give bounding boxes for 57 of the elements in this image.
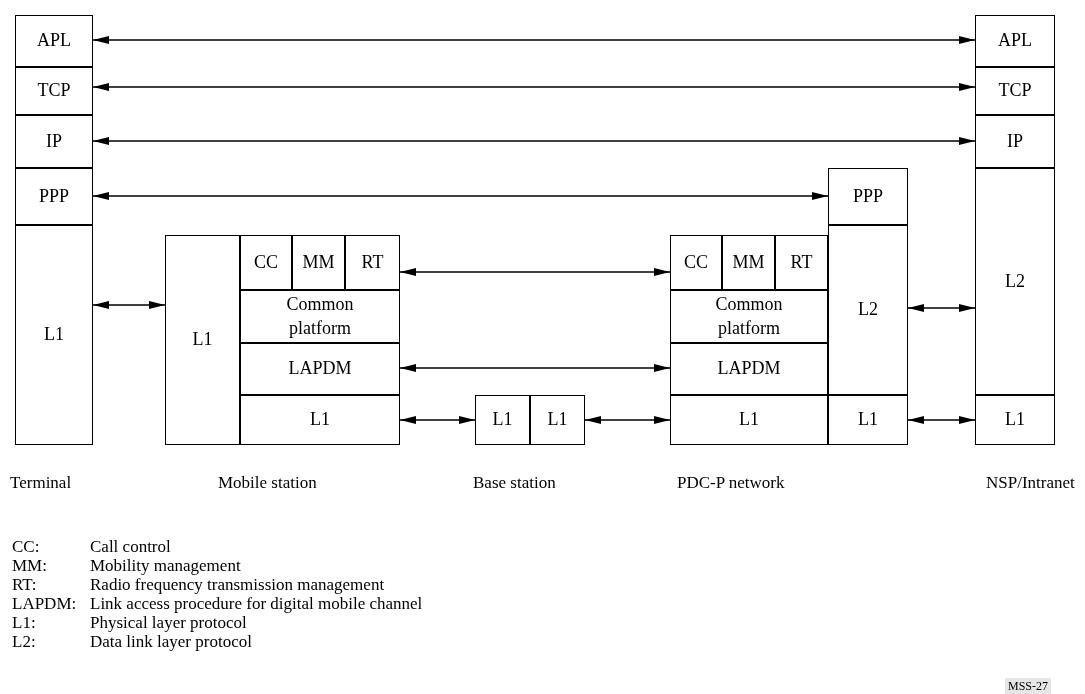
double-arrow [399, 416, 476, 424]
protocol-layer-box: MM [292, 235, 345, 290]
protocol-layer-box: PPP [15, 168, 93, 225]
protocol-layer-box: TCP [975, 67, 1055, 115]
column-caption: Mobile station [218, 473, 317, 493]
protocol-layer-box: IP [975, 115, 1055, 168]
protocol-layer-box: LAPDM [240, 343, 400, 395]
protocol-layer-box: Common platform [240, 290, 400, 343]
protocol-layer-box: CC [240, 235, 292, 290]
abbreviation-definition: Radio frequency transmission management [90, 575, 385, 595]
abbreviation: CC: [12, 537, 40, 557]
protocol-layer-box: L1 [670, 395, 828, 445]
column-caption: Terminal [10, 473, 72, 493]
protocol-layer-box: L1 [165, 235, 240, 445]
abbreviation-definition: Physical layer protocol [90, 613, 247, 633]
abbreviation-definition: Link access procedure for digital mobile channel [90, 594, 423, 614]
protocol-layer-box: RT [345, 235, 400, 290]
abbreviation-definition: Call control [90, 537, 171, 557]
protocol-layer-box: PPP [828, 168, 908, 225]
protocol-layer-box: TCP [15, 67, 93, 115]
double-arrow [907, 416, 976, 424]
protocol-layer-box: LAPDM [670, 343, 828, 395]
protocol-layer-box: L1 [240, 395, 400, 445]
column-caption: Base station [473, 473, 556, 493]
double-arrow [399, 268, 671, 276]
protocol-layer-box: L2 [828, 225, 908, 395]
protocol-layer-box: L1 [530, 395, 585, 445]
protocol-layer-box: RT [775, 235, 828, 290]
double-arrow [584, 416, 671, 424]
protocol-layer-box: L1 [828, 395, 908, 445]
column-caption: PDC-P network [677, 473, 785, 493]
double-arrow [92, 83, 976, 91]
double-arrow [92, 137, 976, 145]
abbreviation: L1: [12, 613, 36, 633]
protocol-layer-box: IP [15, 115, 93, 168]
double-arrow [92, 301, 166, 309]
protocol-layer-box: L1 [975, 395, 1055, 445]
double-arrow [92, 192, 829, 200]
abbreviation: MM: [12, 556, 47, 576]
protocol-layer-box: APL [975, 15, 1055, 67]
protocol-layer-box: CC [670, 235, 722, 290]
protocol-layer-box: L1 [475, 395, 530, 445]
double-arrow [92, 36, 976, 44]
figure-id: MSS-27 [1005, 678, 1051, 694]
protocol-layer-box: L2 [975, 168, 1055, 395]
protocol-layer-box: MM [722, 235, 775, 290]
protocol-layer-box: L1 [15, 225, 93, 445]
protocol-layer-box: APL [15, 15, 93, 67]
abbreviation: L2: [12, 632, 36, 652]
double-arrow [399, 364, 671, 372]
abbreviation-definition: Mobility management [90, 556, 241, 576]
abbreviation: RT: [12, 575, 37, 595]
protocol-layer-box: Common platform [670, 290, 828, 343]
abbreviation: LAPDM: [12, 594, 77, 614]
double-arrow [907, 304, 976, 312]
column-caption: NSP/Intranet [986, 473, 1075, 493]
abbreviation-definition: Data link layer protocol [90, 632, 252, 652]
